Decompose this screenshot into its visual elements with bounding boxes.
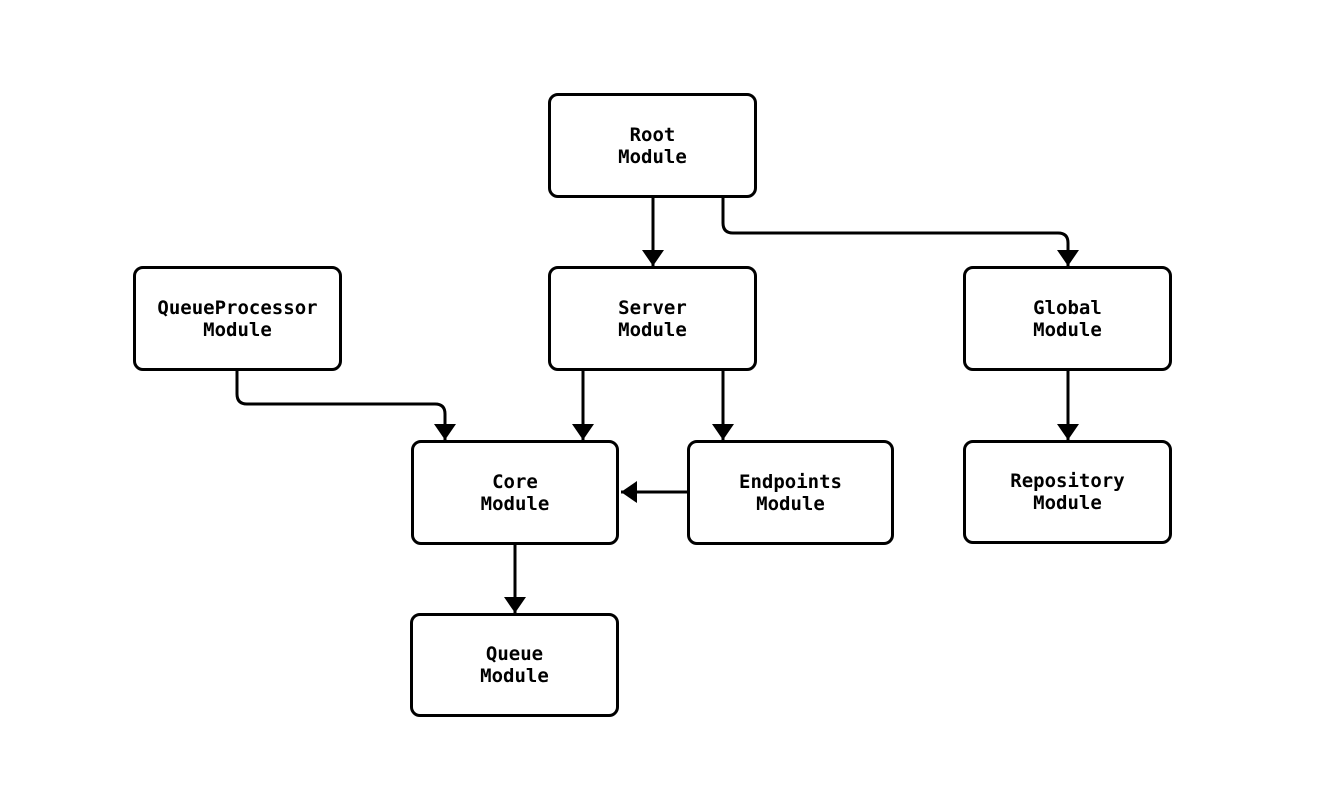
arrowhead-icon [1057,424,1079,440]
edge-line [235,371,447,440]
edge-endpoints-to-core [621,481,687,503]
arrowhead-icon [621,481,637,503]
edge-server-to-core [572,371,594,440]
node-label-line: Core [492,470,538,493]
arrowhead-icon [642,250,664,266]
arrowhead-icon [712,424,734,440]
arrowhead-icon [434,424,456,440]
node-label-line: Global [1033,296,1102,319]
node-label-line: Endpoints [739,470,842,493]
edge-line [721,198,1070,266]
node-label-line: Module [480,665,549,687]
arrowhead-icon [572,424,594,440]
edge-server-to-endpoints [712,371,734,440]
node-label-line: Module [480,492,550,515]
edge-root-to-server [642,198,664,266]
node-label-line: Module [618,318,687,341]
edge-root-to-global [721,198,1079,266]
edge-core-to-queue [504,545,526,613]
node-label-line: Module [618,145,687,168]
node-label-line: Queue [485,643,544,665]
node-label-line: Server [618,296,687,319]
node-label-line: QueueProcessor [157,296,318,319]
edge-queueprocessor-to-core [235,371,456,440]
arrowhead-icon [504,597,526,613]
arrowhead-icon [1057,250,1079,266]
node-label-line: Repository [1010,470,1125,492]
node-label-line: Module [1033,492,1102,514]
edge-global-to-repository [1057,371,1079,440]
node-label-line: Module [203,318,272,341]
node-label-line: Module [756,492,825,515]
node-label-line: Root [629,123,676,146]
node-label-line: Module [1033,318,1102,341]
